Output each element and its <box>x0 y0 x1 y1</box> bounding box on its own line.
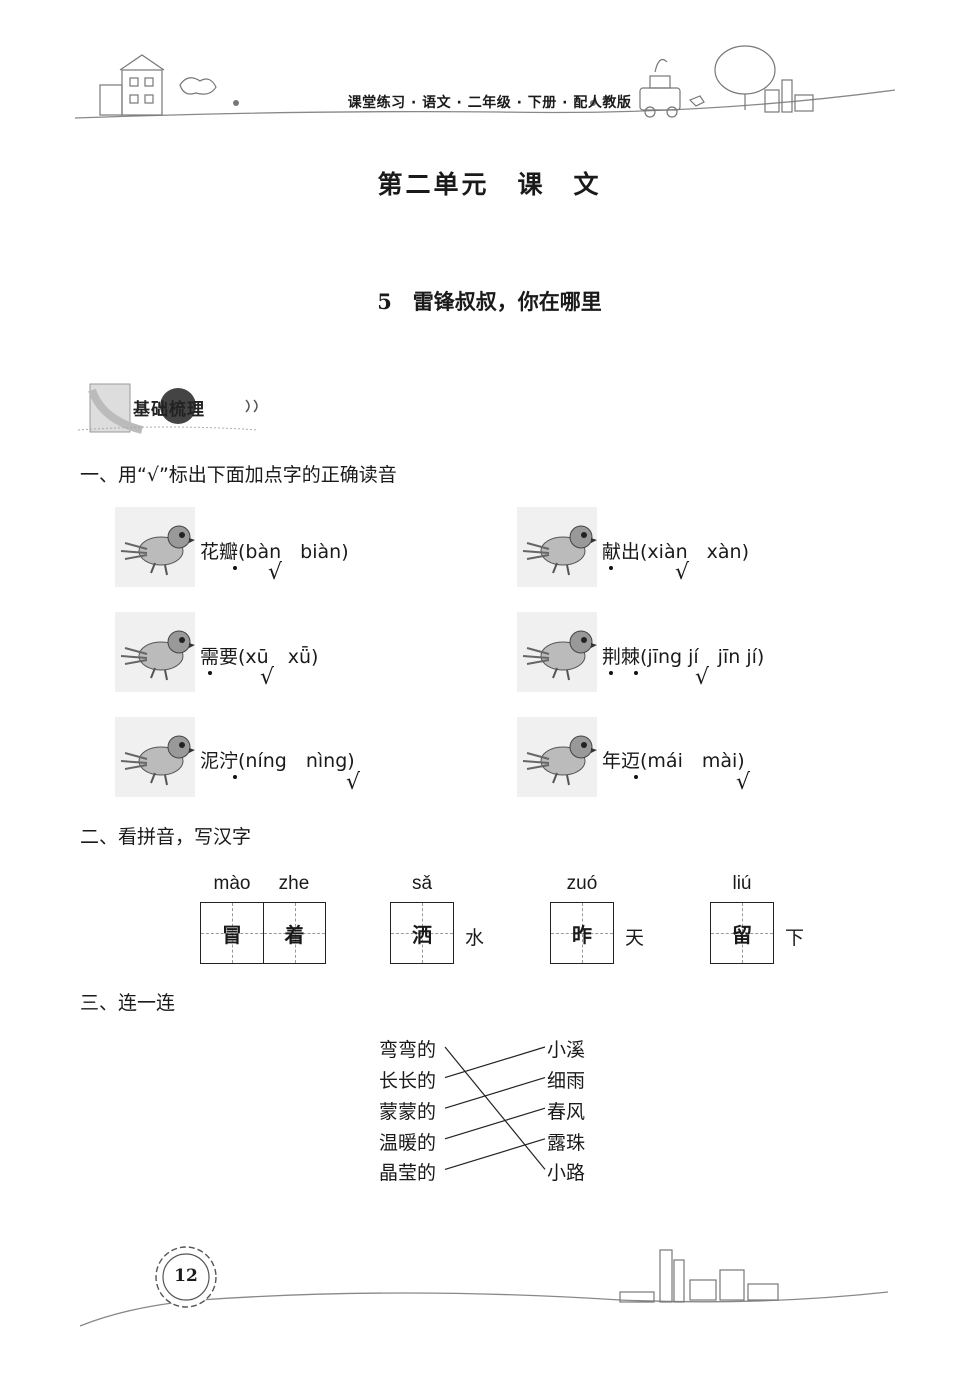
check-mark: √ <box>695 665 710 690</box>
right-word: 春风 <box>547 1101 586 1123</box>
right-word: 小溪 <box>547 1039 586 1061</box>
check-mark: √ <box>675 560 690 585</box>
answer-char: 昨 <box>572 922 592 947</box>
answer-char: 冒 <box>222 922 242 947</box>
basics-banner-icon <box>78 383 259 434</box>
writing-cell: 着 <box>263 903 325 963</box>
right-word: 细雨 <box>547 1070 586 1092</box>
check-mark: √ <box>260 665 275 690</box>
pinyin: sǎ <box>411 873 433 894</box>
item-options: (bàn biàn) <box>238 541 349 563</box>
right-word: 小路 <box>547 1162 586 1184</box>
emphasis-dot <box>634 671 638 675</box>
list-item: 泥泞(níng nìng) <box>200 746 355 773</box>
writing-box: 冒 着 <box>200 902 326 964</box>
left-word: 晶莹的 <box>379 1162 437 1184</box>
answer-char: 着 <box>284 922 305 947</box>
check-mark: √ <box>268 560 283 585</box>
item-options: (níng nìng) <box>238 750 355 772</box>
writing-box: 昨 <box>550 902 614 964</box>
match-line <box>444 1107 546 1140</box>
item-word: 年迈 <box>602 750 641 772</box>
emphasis-dot <box>609 671 613 675</box>
emphasis-dot <box>634 775 638 779</box>
pinyin: zhe <box>278 873 310 894</box>
pinyin: liú <box>732 873 752 894</box>
emphasis-dot <box>233 566 237 570</box>
match-line <box>444 1046 546 1079</box>
answer-char: 留 <box>732 922 752 947</box>
list-item: 年迈(mái mài) <box>602 746 745 773</box>
match-line <box>444 1046 546 1170</box>
answer-char: 洒 <box>412 922 432 947</box>
emphasis-dot <box>609 566 613 570</box>
right-word: 露珠 <box>547 1132 586 1154</box>
writing-box: 洒 <box>390 902 454 964</box>
list-item: 荆棘(jīng jí jīn jí) <box>602 642 764 669</box>
check-mark: √ <box>346 770 361 795</box>
section2-heading: 二、看拼音，写汉字 <box>80 826 252 848</box>
item-word: 荆棘 <box>602 646 641 668</box>
page-number: 12 <box>174 1266 198 1286</box>
item-word: 花瓣 <box>200 541 239 563</box>
basics-banner-label: 基础梳理 <box>133 400 205 420</box>
left-word: 长长的 <box>379 1070 437 1092</box>
list-item: 献出(xiàn xàn) <box>602 537 749 564</box>
writing-cell: 留 <box>711 903 773 963</box>
unit-title: 第二单元 课 文 <box>377 170 602 199</box>
list-item: 需要(xū xǖ) <box>200 642 318 669</box>
left-word: 弯弯的 <box>379 1039 437 1061</box>
suffix-char: 天 <box>625 927 645 949</box>
left-word: 温暖的 <box>379 1132 437 1154</box>
writing-cell: 冒 <box>201 903 263 963</box>
item-word: 泥泞 <box>200 750 239 772</box>
pinyin: zuó <box>566 873 598 894</box>
check-mark: √ <box>736 770 751 795</box>
lesson-title: 5 雷锋叔叔，你在哪里 <box>377 289 602 314</box>
suffix-char: 下 <box>785 927 805 949</box>
pinyin: mào <box>213 873 251 894</box>
writing-box: 留 <box>710 902 774 964</box>
match-line <box>444 1138 546 1170</box>
footer-decoration <box>79 1246 889 1327</box>
emphasis-dot <box>233 775 237 779</box>
suffix-char: 水 <box>465 927 485 949</box>
left-word: 蒙蒙的 <box>379 1101 437 1123</box>
writing-cell: 昨 <box>551 903 613 963</box>
item-word: 献出 <box>602 541 641 563</box>
item-word: 需要 <box>200 646 239 668</box>
emphasis-dot <box>208 671 212 675</box>
item-options: (jīng jí jīn jí) <box>640 646 765 668</box>
match-line <box>444 1077 546 1109</box>
item-options: (mái mài) <box>640 750 745 772</box>
series-header: 课堂练习 · 语文 · 二年级 · 下册 · 配人教版 <box>347 95 632 111</box>
item-options: (xiàn xàn) <box>640 541 749 563</box>
item-options: (xū xǖ) <box>238 646 319 668</box>
section3-heading: 三、连一连 <box>80 992 176 1014</box>
header-decoration <box>74 45 896 119</box>
list-item: 花瓣(bàn biàn) <box>200 537 349 564</box>
section1-heading: 一、用“√”标出下面加点字的正确读音 <box>80 464 397 486</box>
writing-cell: 洒 <box>391 903 453 963</box>
